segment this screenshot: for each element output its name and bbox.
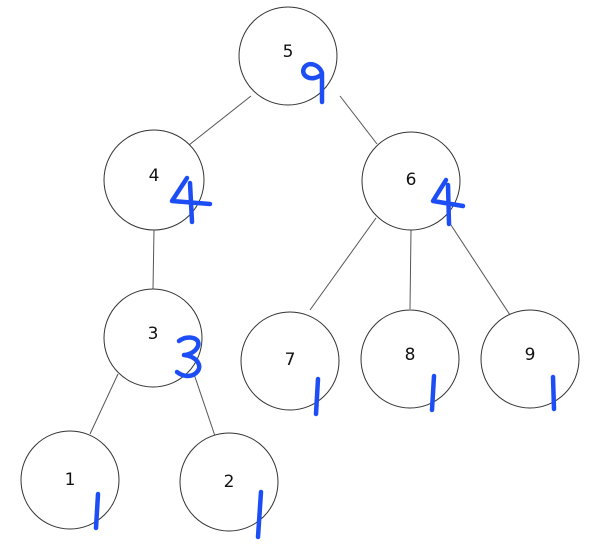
node-label: 7	[285, 350, 296, 370]
tree-node-1: 1 1	[20, 430, 120, 531]
node-circle	[240, 311, 340, 411]
annotation-1: 1	[313, 376, 321, 417]
annotation-1: 1	[255, 489, 264, 540]
node-label: 1	[65, 470, 76, 490]
node-label: 5	[283, 42, 294, 62]
edge-6-7	[309, 217, 377, 311]
node-circle	[179, 432, 279, 532]
tree-node-8: 8 1	[360, 309, 460, 413]
tree-node-2: 2 1	[179, 432, 279, 540]
tree-node-4: 4 4	[103, 129, 213, 231]
edge-3-2	[193, 373, 216, 437]
node-label: 9	[525, 345, 536, 365]
tree-node-5: 5 9	[238, 6, 338, 106]
tree-node-6: 6 4	[361, 131, 466, 231]
node-label: 6	[406, 170, 417, 190]
annotation-9: 9	[301, 61, 325, 105]
edges	[89, 95, 513, 437]
tree-node-9: 9 1	[480, 309, 580, 412]
node-circle	[103, 129, 205, 231]
tree-node-3: 3 3	[103, 288, 203, 388]
node-label: 2	[224, 472, 235, 492]
edge-6-8	[409, 229, 412, 310]
tree-node-7: 7 1	[240, 311, 340, 417]
edge-6-9	[446, 218, 513, 319]
node-label: 8	[405, 345, 416, 365]
edge-3-1	[89, 373, 119, 435]
node-circle	[361, 131, 461, 231]
edge-5-4	[188, 95, 252, 146]
annotation-4: 4	[169, 175, 213, 225]
edge-5-6	[339, 95, 378, 145]
annotation-1: 1	[93, 491, 101, 531]
node-circle	[20, 430, 120, 530]
annotation-4: 4	[430, 177, 466, 227]
edge-4-3	[152, 228, 155, 291]
node-label: 3	[148, 324, 159, 344]
annotation-3: 3	[174, 335, 202, 379]
annotation-1: 1	[429, 373, 437, 413]
node-circle	[103, 288, 203, 388]
annotation-1: 1	[550, 374, 557, 412]
node-label: 4	[149, 166, 160, 186]
